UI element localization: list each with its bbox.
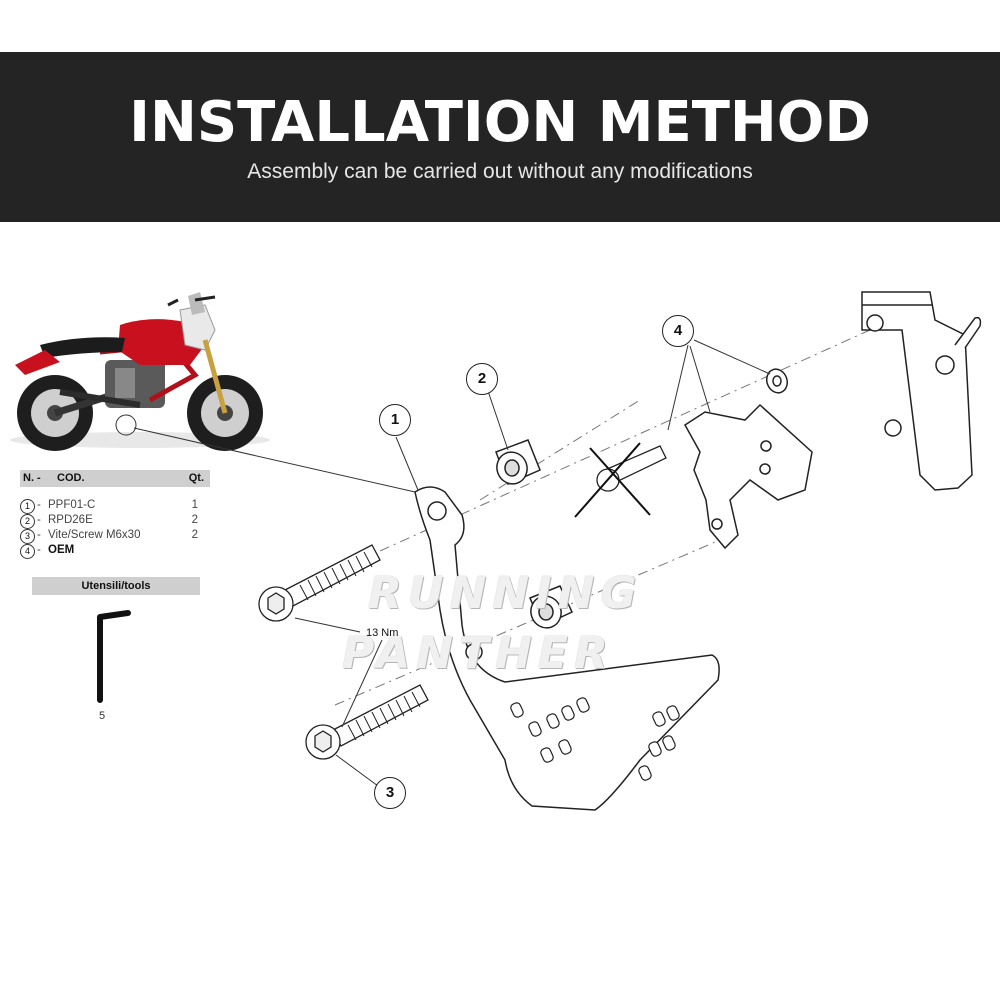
part-number: 2 [20,514,35,529]
parts-row: 4 - OEM [20,544,210,559]
col-code: COD. [57,472,85,484]
part-dash: - [37,499,41,511]
torque-label: 13 Nm [366,627,399,639]
part-number: 1 [20,499,35,514]
callout-2-leader [487,390,509,451]
fork-leg-part [861,291,982,491]
removed-screw [574,442,667,518]
page-title: INSTALLATION METHOD [129,90,871,155]
watermark-line-1: RUNNING [368,568,643,619]
col-qty: Qt. [188,472,204,484]
part-qty: 2 [191,529,198,541]
parts-row: 1 - PPF01-C 1 [20,499,210,514]
callout-4-leaders [667,339,771,431]
part-dash: - [37,529,41,541]
parts-table-header: N. - COD. Qt. [20,470,210,487]
spacer-part [495,439,573,629]
part-code: RPD26E [48,514,93,526]
header-banner: INSTALLATION METHOD Assembly can be carr… [0,52,1000,222]
parts-row: 3 - Vite/Screw M6x30 2 [20,529,210,544]
part-dash: - [37,544,41,556]
callout-2: 2 [466,363,498,395]
screw-part [258,544,429,787]
parts-row: 2 - RPD26E 2 [20,514,210,529]
callout-3: 3 [374,777,406,809]
motorcycle-image [10,292,270,451]
part-number: 4 [20,544,35,559]
col-n: N. - [23,472,41,484]
page-subtitle: Assembly can be carried out without any … [247,160,753,183]
part-number: 3 [20,529,35,544]
part-dash: - [37,514,41,526]
tool-size-label: 5 [99,710,106,722]
callout-1-leader [395,436,419,491]
skid-plate-part [414,486,720,811]
part-code: PPF01-C [48,499,96,511]
part-code: Vite/Screw M6x30 [48,529,141,541]
part-qty: 2 [191,514,198,526]
part-qty: 1 [191,499,198,511]
tools-header: Utensili/tools [32,577,200,595]
part-code: OEM [48,544,75,556]
oem-bracket-part [684,368,813,550]
parts-table: N. - COD. Qt. 1 - PPF01-C 1 2 - RPD26E 2… [20,470,210,559]
leader-line [133,427,416,493]
callout-4: 4 [662,315,694,347]
callout-1: 1 [379,404,411,436]
watermark-line-2: PANTHER [342,628,614,679]
allen-key-icon [97,610,131,703]
